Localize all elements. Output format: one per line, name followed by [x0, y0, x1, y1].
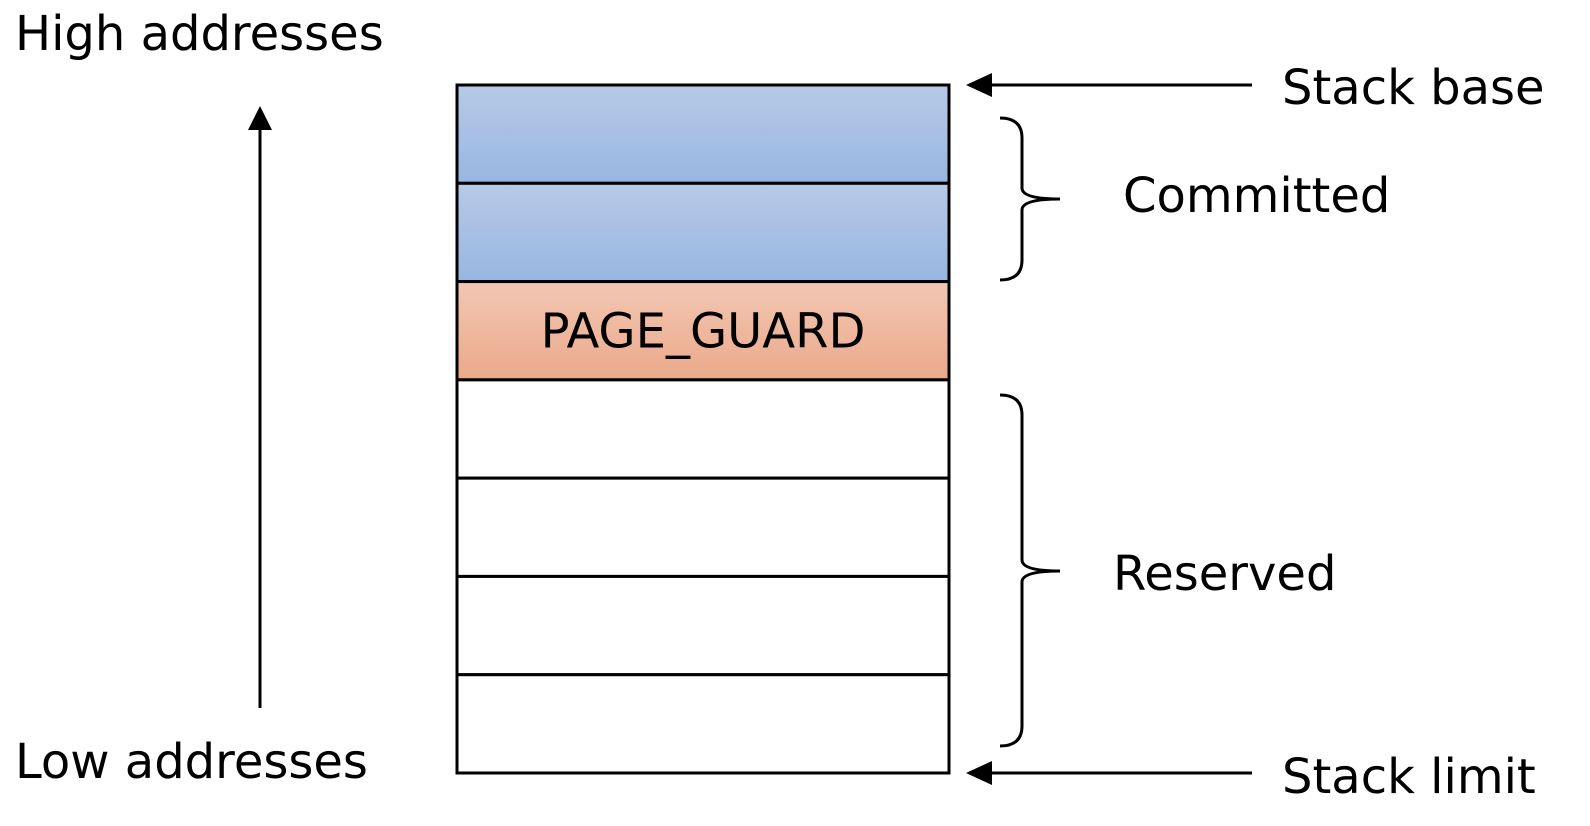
reserved-brace	[999, 393, 1061, 748]
address-axis-arrowhead-up	[248, 106, 272, 130]
reserved-page-5	[455, 574, 951, 677]
committed-page-0	[455, 83, 951, 185]
high-addresses-label: High addresses	[15, 6, 384, 62]
committed-page-1	[455, 181, 951, 284]
stack-limit-label: Stack limit	[1282, 749, 1536, 805]
page-guard-label: PAGE_GUARD	[541, 304, 866, 360]
stack-base-arrowhead	[966, 73, 992, 97]
committed-brace	[999, 116, 1061, 282]
reserved-page-4	[455, 476, 951, 578]
stack-limit-arrowhead	[966, 761, 992, 785]
reserved-page-6	[455, 673, 951, 775]
low-addresses-label: Low addresses	[15, 734, 368, 790]
stack-pages: PAGE_GUARD	[455, 83, 951, 775]
stack-base-label: Stack base	[1282, 60, 1545, 116]
reserved-label: Reserved	[1113, 546, 1336, 602]
committed-label: Committed	[1123, 168, 1390, 224]
reserved-page-3	[455, 378, 951, 480]
